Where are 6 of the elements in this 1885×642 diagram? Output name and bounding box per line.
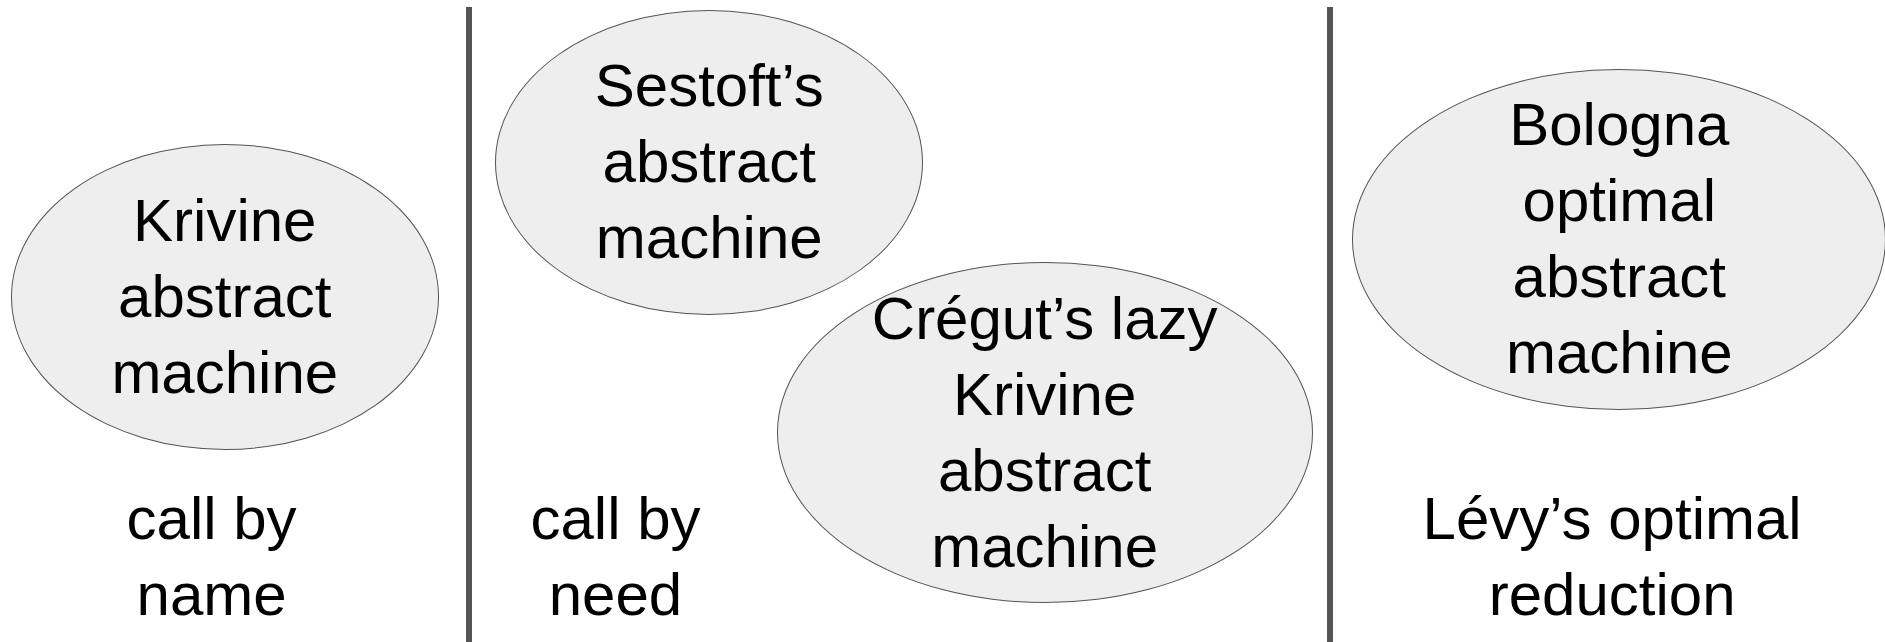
category-label: call by need [529,483,702,630]
category-label: Lévy’s optimal reduction [1421,483,1803,630]
ellipse-node: Krivine abstract machine [10,144,439,450]
ellipse-node: Bologna optimal abstract machine [1352,68,1885,410]
category-label: call by name [125,483,298,630]
ellipse-node: Crégut’s lazy Krivine abstract machine [776,262,1313,604]
